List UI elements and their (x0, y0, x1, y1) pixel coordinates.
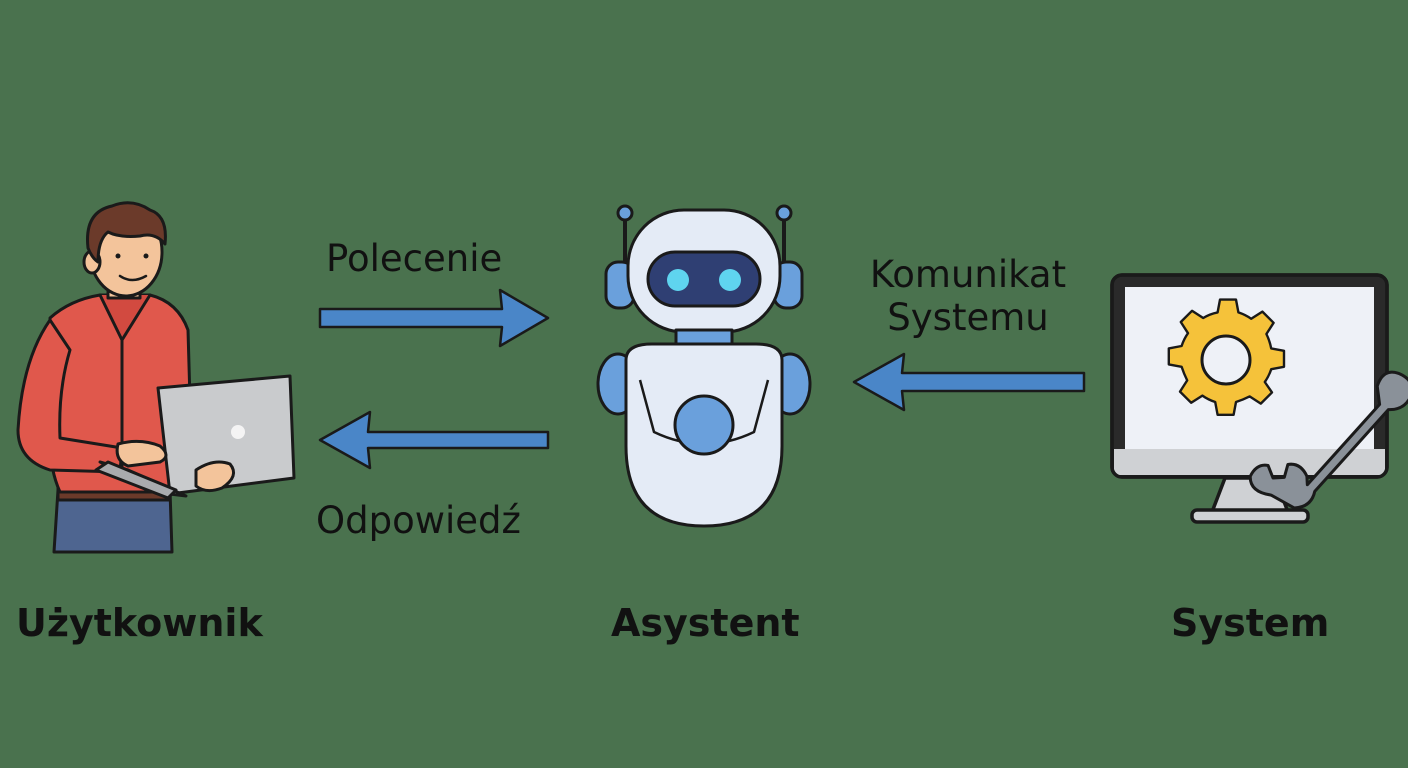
system-label: System (1171, 601, 1330, 645)
user-label: Użytkownik (16, 601, 263, 645)
system-message-label-line1: Komunikat (869, 253, 1067, 296)
command-label: Polecenie (326, 237, 503, 280)
person-with-laptop-icon (16, 201, 296, 554)
system-message-label-line2: Systemu (887, 295, 1049, 339)
system-message-label: Komunikat Systemu (858, 253, 1078, 339)
response-label: Odpowiedź (316, 499, 521, 542)
arrow-response (318, 410, 550, 470)
assistant-label: Asystent (611, 601, 800, 645)
arrow-system-message (852, 352, 1086, 412)
arrow-command (318, 288, 550, 348)
robot-icon (596, 204, 812, 528)
monitor-gear-wrench-icon (1110, 273, 1408, 524)
